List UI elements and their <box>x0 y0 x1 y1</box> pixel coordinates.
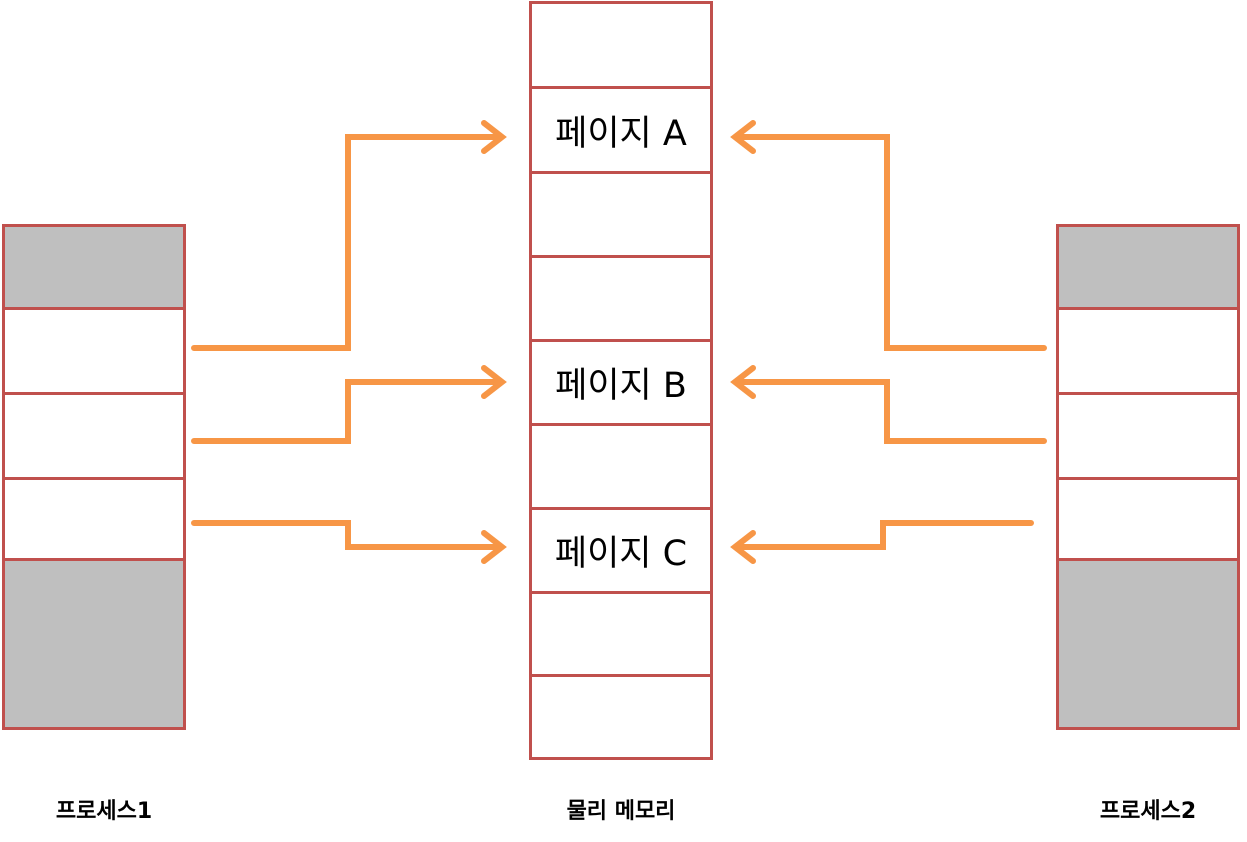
memory-frame-0 <box>529 1 713 89</box>
physical-memory-label: 물리 메모리 <box>566 799 676 824</box>
arrow-process2-to-page-b <box>730 365 1047 444</box>
process2-block-4 <box>1056 558 1240 730</box>
arrow-process2-to-page-c <box>730 520 1034 564</box>
process1-block-3 <box>2 477 186 561</box>
arrow-process1-to-page-a <box>191 120 507 351</box>
process1-block-4 <box>2 558 186 730</box>
memory-frame-1: 페이지 A <box>529 86 713 174</box>
memory-frame-2 <box>529 171 713 258</box>
process2-block-3 <box>1056 477 1240 561</box>
process2-block-0 <box>1056 224 1240 310</box>
process1-label: 프로세스1 <box>55 799 153 824</box>
arrow-process1-to-page-c <box>191 520 507 564</box>
process1-block-1 <box>2 307 186 395</box>
arrow-process2-to-page-a <box>730 120 1047 351</box>
arrow-process1-to-page-b <box>191 365 507 444</box>
memory-frame-8 <box>529 674 713 760</box>
memory-frame-4: 페이지 B <box>529 339 713 426</box>
memory-frame-7 <box>529 591 713 677</box>
process2-label: 프로세스2 <box>1099 799 1197 824</box>
